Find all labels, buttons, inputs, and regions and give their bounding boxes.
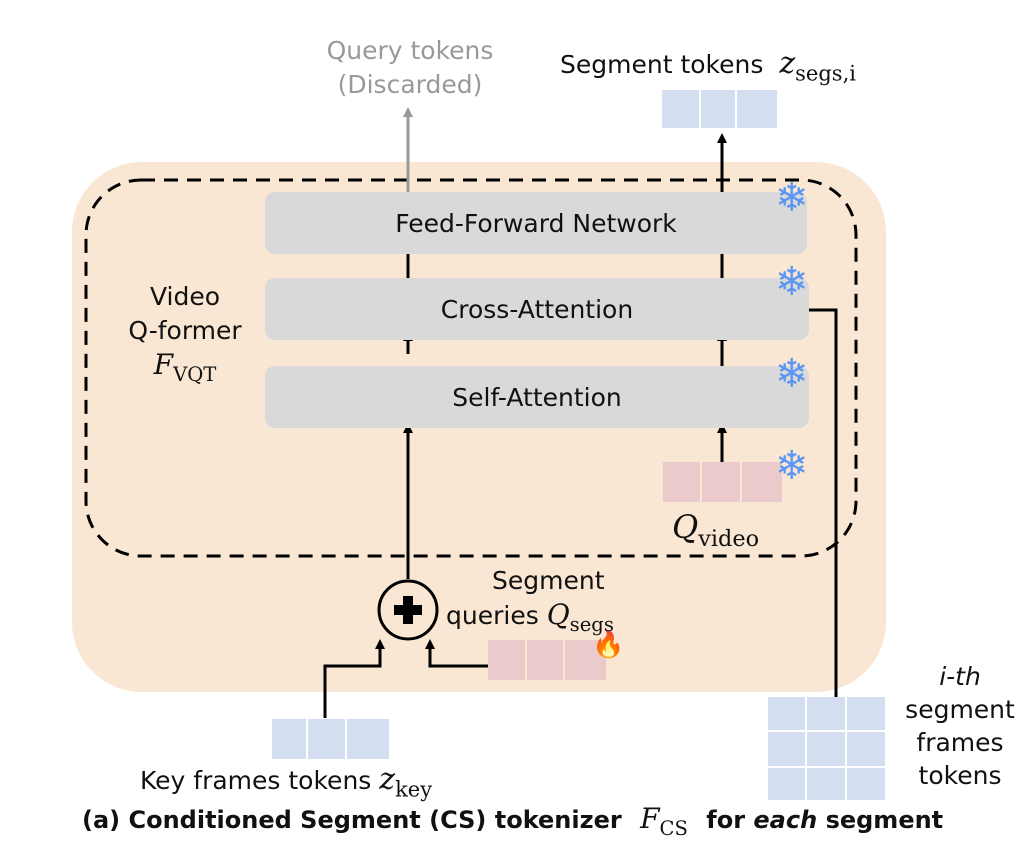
q-video-tokens: [663, 462, 782, 502]
cross-attention-block: Cross-Attention: [265, 278, 809, 340]
fire-icon: 🔥: [592, 630, 625, 660]
segment-tokens: [662, 90, 777, 128]
snowflake-icon: ❄: [775, 259, 809, 305]
snowflake-icon: ❄: [775, 351, 809, 397]
circled-plus-icon: [377, 579, 439, 641]
self-attention-label: Self-Attention: [452, 382, 622, 412]
segment-frames-label: i-th segment frames tokens: [905, 662, 1015, 790]
arrow-segframes-to-ca: [799, 305, 838, 697]
q-video-label: Qvideo: [672, 508, 760, 552]
arrow-keyframes-to-plus: [323, 639, 385, 718]
segment-queries-label: Segment queries Qsegs: [446, 566, 614, 636]
ffn-label: Feed-Forward Network: [395, 208, 677, 238]
segment-query-tokens: [488, 640, 606, 680]
key-frames-label: Key frames tokens zkey: [140, 762, 433, 802]
cross-attention-label: Cross-Attention: [440, 294, 634, 324]
video-qformer-label: Video Q-former FVQT: [128, 282, 242, 386]
segment-tokens-label: Segment tokens zsegs,i: [560, 46, 856, 86]
snowflake-icon: ❄: [775, 175, 809, 221]
figure-caption: (a) Conditioned Segment (CS) tokenizer F…: [82, 802, 944, 840]
arrow-segqueries-to-plus: [425, 639, 488, 668]
query-tokens-label: Query tokens (Discarded): [326, 36, 494, 99]
qformer-boundary: [84, 178, 858, 558]
snowflake-icon: ❄: [775, 443, 809, 489]
self-attention-block: Self-Attention: [265, 366, 809, 428]
key-frames-tokens: [272, 719, 389, 759]
segment-frames-tokens: [768, 697, 885, 800]
feed-forward-network-block: Feed-Forward Network: [265, 192, 807, 254]
